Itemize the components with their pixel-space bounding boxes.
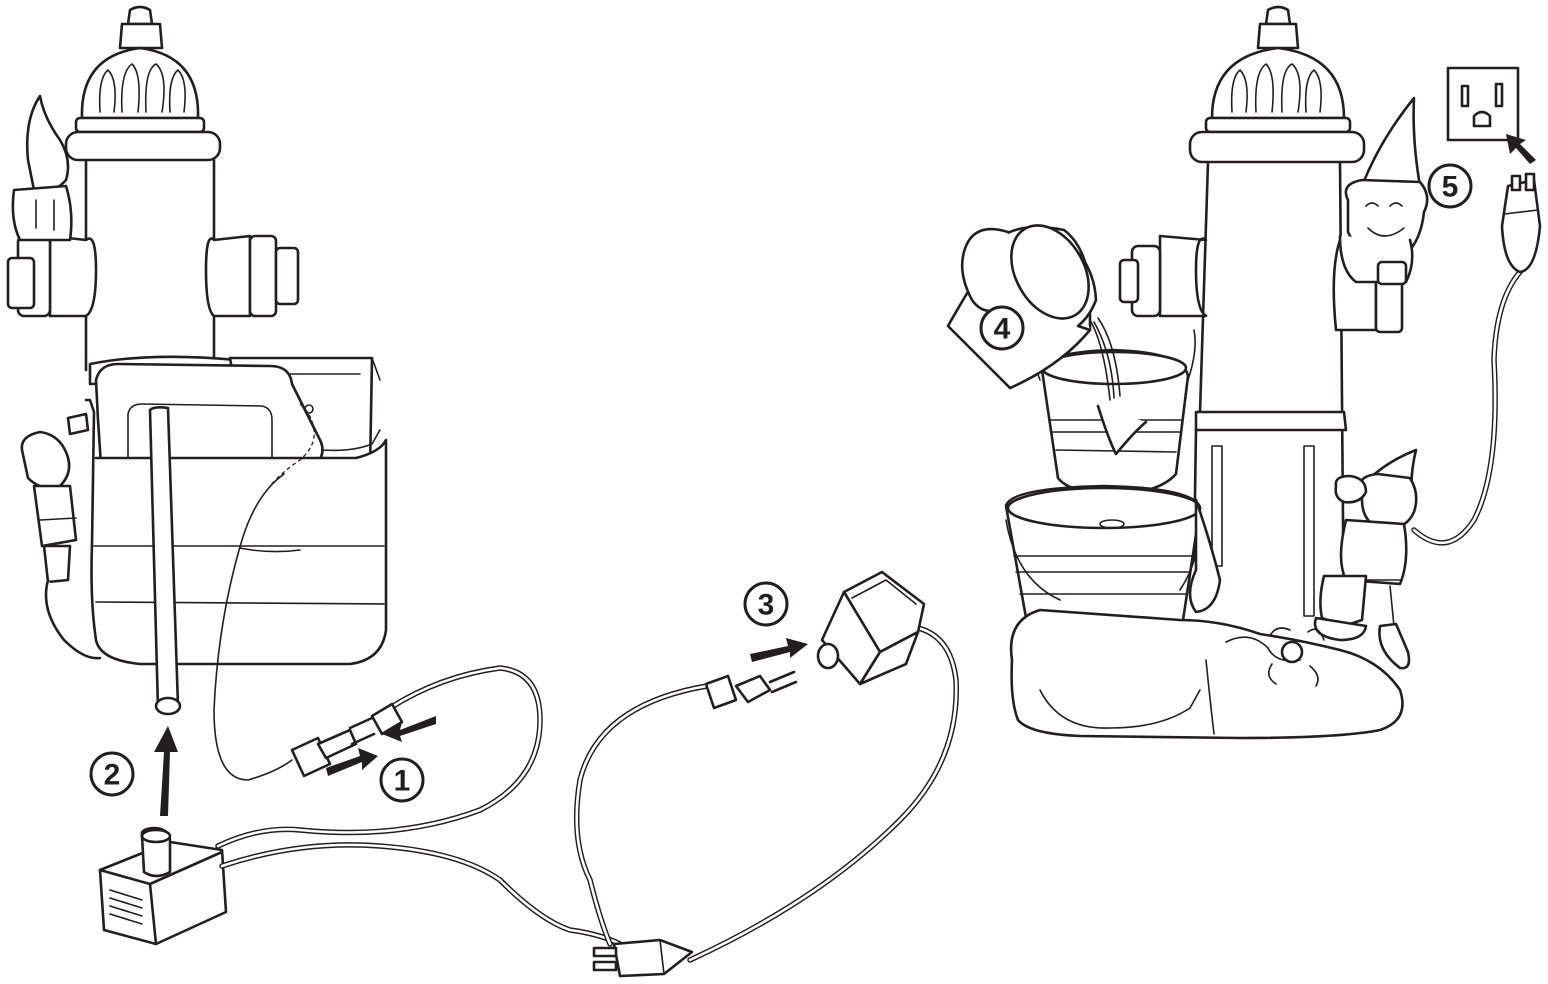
step-label: 1 [394, 765, 411, 798]
cord-connector [218, 668, 540, 846]
wall-outlet-icon [1448, 68, 1518, 140]
step-marker-5: 5 [1429, 165, 1471, 207]
power-cord [222, 626, 956, 960]
gnome-figure-icon [1315, 450, 1416, 668]
power-adapter-icon [706, 572, 924, 708]
step-marker-2: 2 [91, 753, 133, 795]
step-marker-1: 1 [381, 759, 423, 801]
water-pump-icon [100, 828, 226, 944]
step-label: 2 [104, 759, 121, 792]
step-marker-4: 4 [981, 307, 1023, 349]
fountain-left [8, 7, 386, 780]
step-label: 4 [994, 313, 1011, 346]
power-cord [1414, 272, 1520, 543]
step-marker-3: 3 [745, 583, 787, 625]
step-label: 5 [1442, 171, 1459, 204]
plug-icon [1502, 174, 1540, 272]
fountain-right [1006, 7, 1427, 738]
gnome-figure-icon [1340, 98, 1427, 284]
step-label: 3 [758, 589, 775, 622]
